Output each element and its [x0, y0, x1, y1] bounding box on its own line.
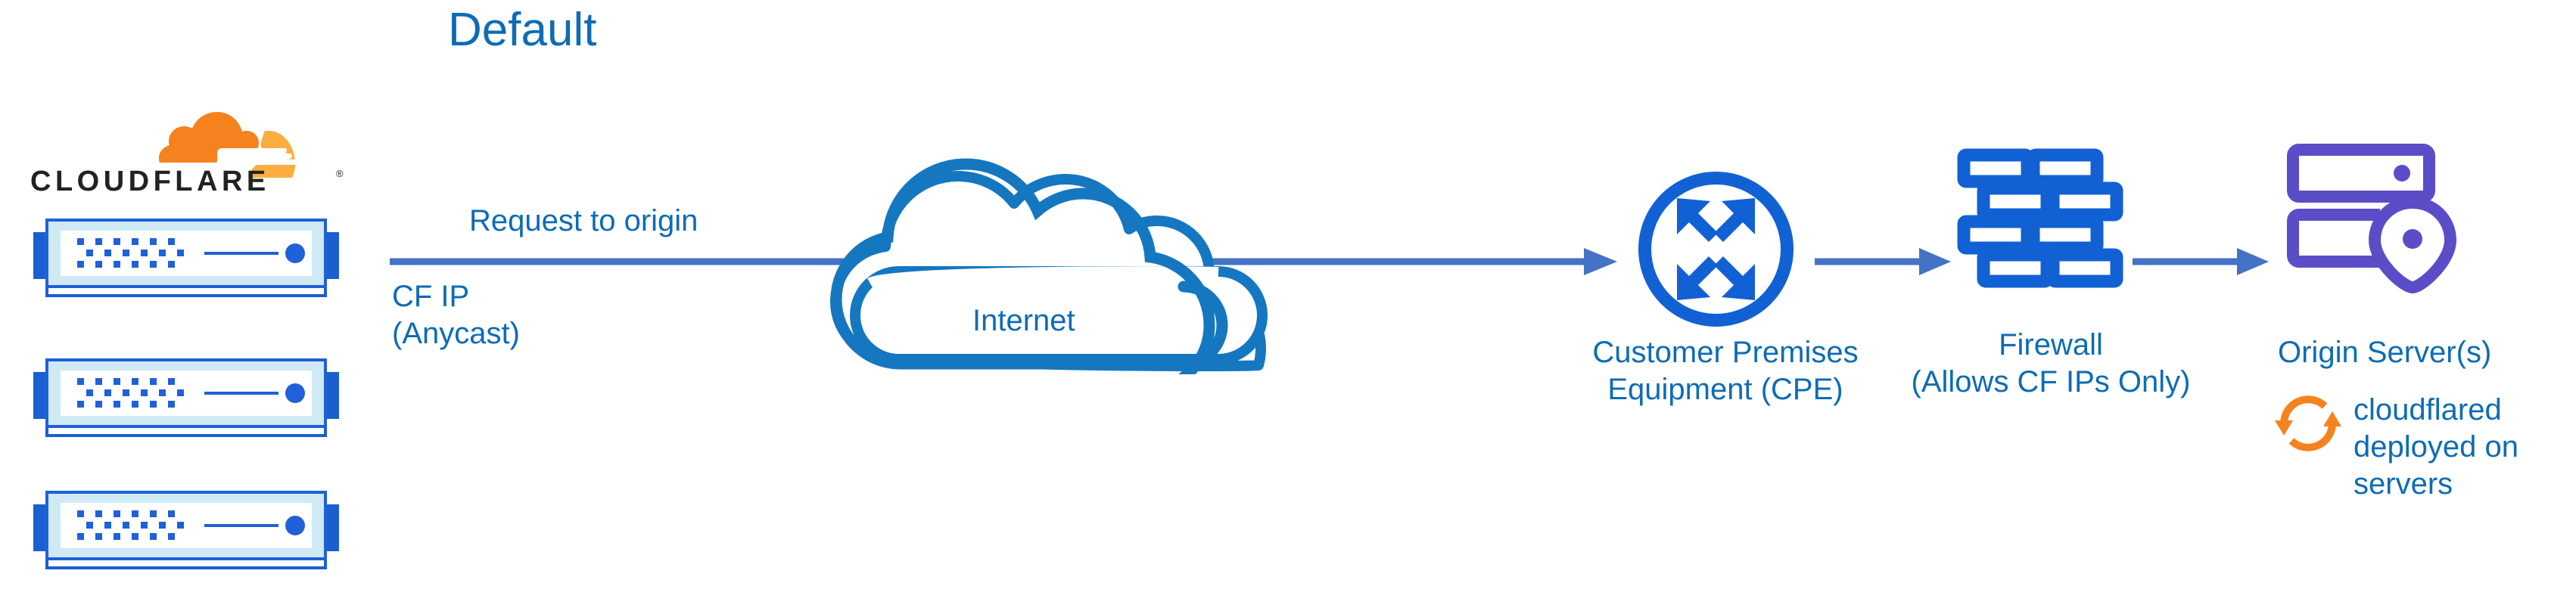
svg-text:®: ® [336, 168, 344, 179]
arrow-firewall-to-origin [2133, 240, 2270, 283]
server-stack-icon [29, 355, 344, 439]
origin-server-label: Origin Server(s) [2278, 336, 2492, 369]
arrow-cpe-to-firewall [1815, 240, 1952, 283]
cloudflared-annotation-label: cloudflared deployed on servers [2354, 393, 2518, 501]
svg-text:CLOUDFLARE: CLOUDFLARE [30, 166, 270, 197]
cloud-outline-icon [825, 110, 1309, 374]
origin-server-icon [2285, 144, 2467, 295]
cpe-label: Customer Premises Equipment (CPE) [1592, 336, 1859, 406]
cf-ip-anycast-label: CF IP (Anycast) [392, 280, 520, 350]
brick-wall-icon [1957, 148, 2123, 309]
server-stack-icon [29, 488, 344, 571]
page-title: Default [448, 4, 597, 56]
cloud-icon [825, 110, 1309, 374]
edge-label-request-to-origin: Request to origin [469, 204, 698, 237]
cloud-label: Internet [972, 304, 1075, 337]
firewall-label: Firewall (Allows CF IPs Only) [1911, 328, 2191, 398]
sync-arrows-icon [2272, 387, 2344, 460]
server-stack-icon [29, 216, 344, 299]
router-icon [1635, 168, 1797, 330]
cloudflare-logo-icon: CLOUDFLARE ® [30, 98, 348, 197]
